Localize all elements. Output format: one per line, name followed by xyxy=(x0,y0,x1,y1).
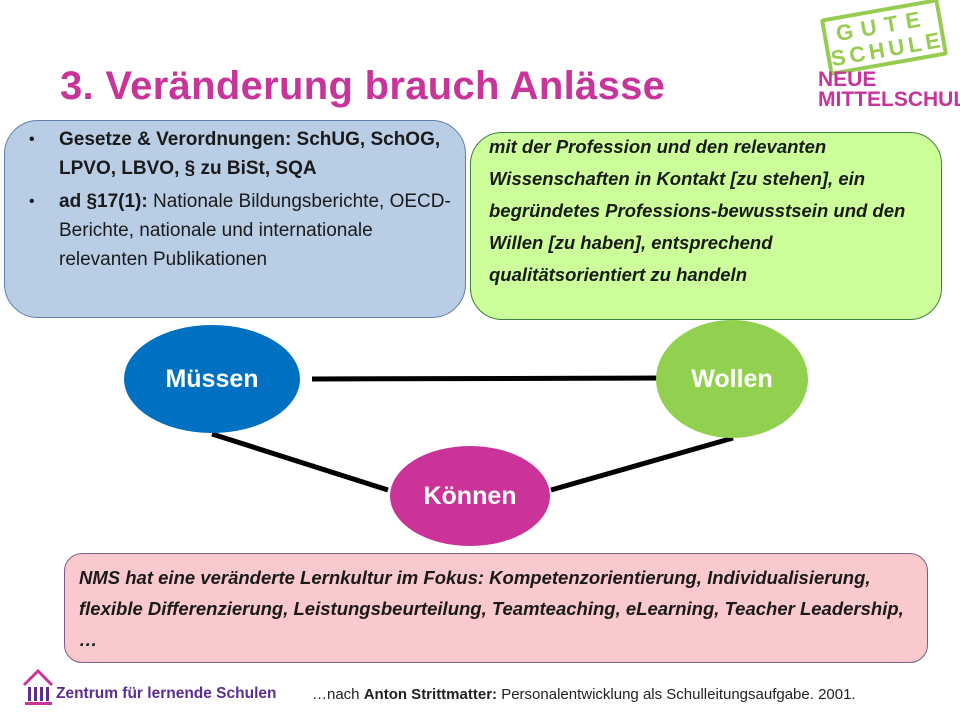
school-house-icon xyxy=(22,668,54,705)
credit-author: Anton Strittmatter: xyxy=(363,686,498,703)
connector-must-want xyxy=(311,375,667,382)
nms-focus-text: NMS hat eine veränderte Lernkultur im Fo… xyxy=(79,567,904,650)
can-label: Können xyxy=(423,481,517,510)
must-oval: Müssen xyxy=(124,325,300,433)
connector-want-can xyxy=(550,435,734,493)
nms-brand-logo: NEUE MITTELSCHULE xyxy=(818,68,960,111)
connector-must-can xyxy=(211,431,389,493)
laws-list-item: • ad §17(1): Nationale Bildungsberichte,… xyxy=(29,187,459,274)
slide-title: 3. Veränderung brauch Anlässe xyxy=(60,64,666,108)
laws-list-item: • Gesetze & Verordnungen: SchUG, SchOG, … xyxy=(29,125,459,183)
profession-text: mit der Profession und den relevanten Wi… xyxy=(489,136,906,285)
want-label: Wollen xyxy=(691,364,773,393)
credit-title: Personalentwicklung als Schulleitungsauf… xyxy=(497,686,856,703)
laws-item-text: Nationale Bildungsberichte, OECD-Bericht… xyxy=(59,191,451,270)
profession-box: mit der Profession und den relevanten Wi… xyxy=(470,132,942,320)
must-label: Müssen xyxy=(165,364,259,393)
laws-box: • Gesetze & Verordnungen: SchUG, SchOG, … xyxy=(4,120,466,318)
want-oval: Wollen xyxy=(656,320,808,438)
brand-line-1: NEUE xyxy=(818,68,877,91)
credit-prefix: …nach xyxy=(312,686,364,703)
laws-item-bold: ad §17(1): xyxy=(59,191,148,212)
can-oval: Können xyxy=(390,446,550,546)
nms-focus-box: NMS hat eine veränderte Lernkultur im Fo… xyxy=(64,553,928,663)
source-credit: …nach Anton Strittmatter: Personalentwic… xyxy=(312,686,856,703)
brand-line-2: MITTELSCHULE xyxy=(818,88,960,111)
zentrum-logo: Zentrum für lernende Schulen xyxy=(22,667,276,711)
bullet-icon: • xyxy=(29,131,35,148)
laws-item-text: Gesetze & Verordnungen: SchUG, SchOG, LP… xyxy=(59,129,441,179)
bullet-icon: • xyxy=(29,193,35,210)
zentrum-name: Zentrum für lernende Schulen xyxy=(56,685,277,702)
